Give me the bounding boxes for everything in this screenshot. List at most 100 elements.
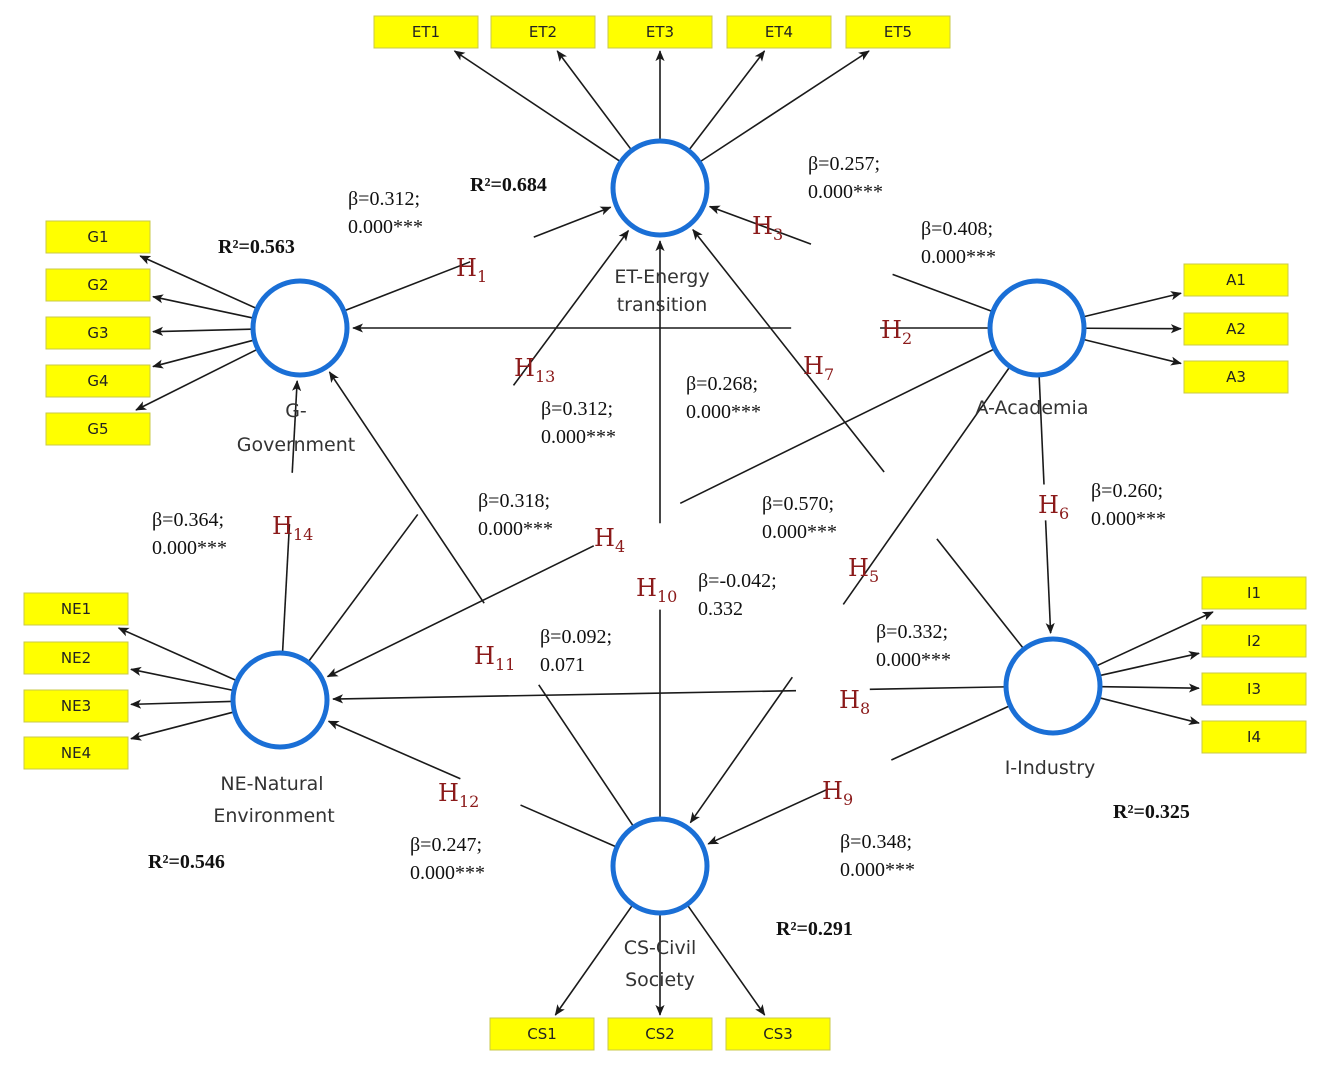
loading-arrow-et5 [700, 50, 870, 162]
loading-arrow-i2 [1100, 651, 1200, 677]
indicator-box-ne4 [23, 736, 129, 770]
beta-coefficient-h5: β=0.570; [762, 493, 834, 515]
construct-label-i: I-Industry [1005, 757, 1096, 779]
path-h9-head [707, 788, 829, 845]
indicator-label-i3: I3 [1247, 680, 1261, 698]
indicator-label-i1: I1 [1247, 584, 1261, 602]
labels-layer: H1β=0.312;0.000***H2β=0.408;0.000***H3β=… [148, 153, 1190, 991]
hypothesis-number: 10 [657, 587, 677, 606]
loading-arrow-cs1 [554, 905, 633, 1016]
indicator-label-ne2: NE2 [61, 649, 91, 667]
beta-coefficient-h3: β=0.257; [808, 153, 880, 175]
r-squared-et: R²=0.684 [470, 174, 547, 196]
beta-coefficient-h9: β=0.348; [840, 831, 912, 853]
loading-arrow-g3 [152, 326, 252, 336]
hypothesis-number: 6 [1059, 504, 1069, 523]
construct-a [987, 278, 1087, 378]
indicator-label-a1: A1 [1226, 271, 1246, 289]
indicator-label-ne3: NE3 [61, 697, 91, 715]
indicator-box-g3 [45, 316, 151, 350]
path-h7-head [692, 228, 885, 473]
indicator-box-i3 [1201, 672, 1307, 706]
p-value-h12: 0.000*** [410, 862, 485, 884]
indicator-box-a3 [1183, 360, 1289, 394]
p-value-h3: 0.000*** [808, 181, 883, 203]
indicator-box-et1 [373, 15, 479, 49]
hypothesis-label-h8: H8 [839, 686, 870, 718]
indicator-box-a1 [1183, 263, 1289, 297]
path-h3-head [708, 205, 812, 245]
indicator-label-et3: ET3 [646, 23, 674, 41]
loading-arrow-ne1 [117, 627, 236, 681]
r-squared-g: R²=0.563 [218, 236, 295, 258]
indicator-box-et5 [845, 15, 951, 49]
beta-coefficient-h2: β=0.408; [921, 218, 993, 240]
loading-arrow-et4 [689, 50, 766, 150]
loading-arrow-a1 [1084, 291, 1182, 318]
construct-label-g: G- [285, 400, 307, 422]
construct-et [610, 138, 710, 238]
path-h12-tail [520, 804, 616, 848]
path-h4-tail [679, 348, 994, 505]
path-h3-tail [892, 273, 992, 312]
indicator-box-ne1 [23, 592, 129, 626]
indicator-label-cs1: CS1 [527, 1025, 557, 1043]
beta-coefficient-h1: β=0.312; [348, 188, 420, 210]
p-value-h4: 0.000*** [478, 518, 553, 540]
indicator-label-et4: ET4 [765, 23, 793, 41]
construct-label-et: ET-Energy [614, 266, 709, 288]
hypothesis-number: 11 [495, 655, 515, 674]
p-value-h6: 0.000*** [1091, 508, 1166, 530]
indicator-box-g1 [45, 220, 151, 254]
path-h6-head [1044, 520, 1055, 634]
p-value-h1: 0.000*** [348, 216, 423, 238]
indicator-label-a3: A3 [1226, 368, 1246, 386]
path-h11-head [328, 371, 485, 604]
indicator-box-i4 [1201, 720, 1307, 754]
p-value-h13: 0.000*** [541, 426, 616, 448]
path-h1-tail [345, 261, 471, 311]
beta-coefficient-h8: β=0.332; [876, 621, 948, 643]
hypothesis-label-h13: H13 [514, 354, 555, 386]
loading-arrow-et2 [556, 50, 632, 150]
path-h8-head [332, 689, 797, 704]
construct-cs [610, 816, 710, 916]
hypothesis-number: 2 [902, 329, 912, 348]
construct-g [250, 278, 350, 378]
indicator-box-g4 [45, 364, 151, 398]
path-h5-head [689, 676, 793, 824]
p-value-h2: 0.000*** [921, 246, 996, 268]
beta-coefficient-h14: β=0.364; [152, 509, 224, 531]
indicator-box-ne2 [23, 641, 129, 675]
hypothesis-number: 7 [824, 365, 834, 384]
r-squared-cs: R²=0.291 [776, 918, 853, 940]
loading-arrow-g4 [152, 339, 253, 369]
r-squared-ne: R²=0.546 [148, 851, 225, 873]
edges-layer [117, 50, 1214, 1016]
construct-label-ne: NE-Natural [220, 773, 323, 795]
loading-arrow-i3 [1101, 683, 1200, 693]
beta-coefficient-h7: β=0.268; [686, 373, 758, 395]
indicator-box-et3 [607, 15, 713, 49]
indicator-box-et4 [726, 15, 832, 49]
p-value-h7: 0.000*** [686, 401, 761, 423]
p-value-h8: 0.000*** [876, 649, 951, 671]
path-h14-tail [281, 524, 291, 652]
indicator-label-cs3: CS3 [763, 1025, 793, 1043]
indicator-box-i2 [1201, 624, 1307, 658]
loading-arrow-g1 [139, 255, 256, 309]
beta-coefficient-h4: β=0.318; [478, 490, 550, 512]
indicator-label-ne1: NE1 [61, 600, 91, 618]
construct-label-ne: Environment [213, 805, 334, 827]
hypothesis-number: 5 [869, 567, 879, 586]
hypothesis-label-h2: H2 [881, 316, 912, 348]
path-h11-tail [538, 684, 634, 826]
hypothesis-label-h4: H4 [594, 524, 625, 556]
path-h9-tail [891, 705, 1009, 761]
path-h14-head [291, 380, 302, 473]
indicator-label-g2: G2 [87, 276, 108, 294]
p-value-h11: 0.071 [540, 654, 585, 676]
hypothesis-number: 14 [293, 525, 313, 544]
hypothesis-label-h14: H14 [272, 512, 313, 544]
indicator-box-g5 [45, 412, 151, 446]
